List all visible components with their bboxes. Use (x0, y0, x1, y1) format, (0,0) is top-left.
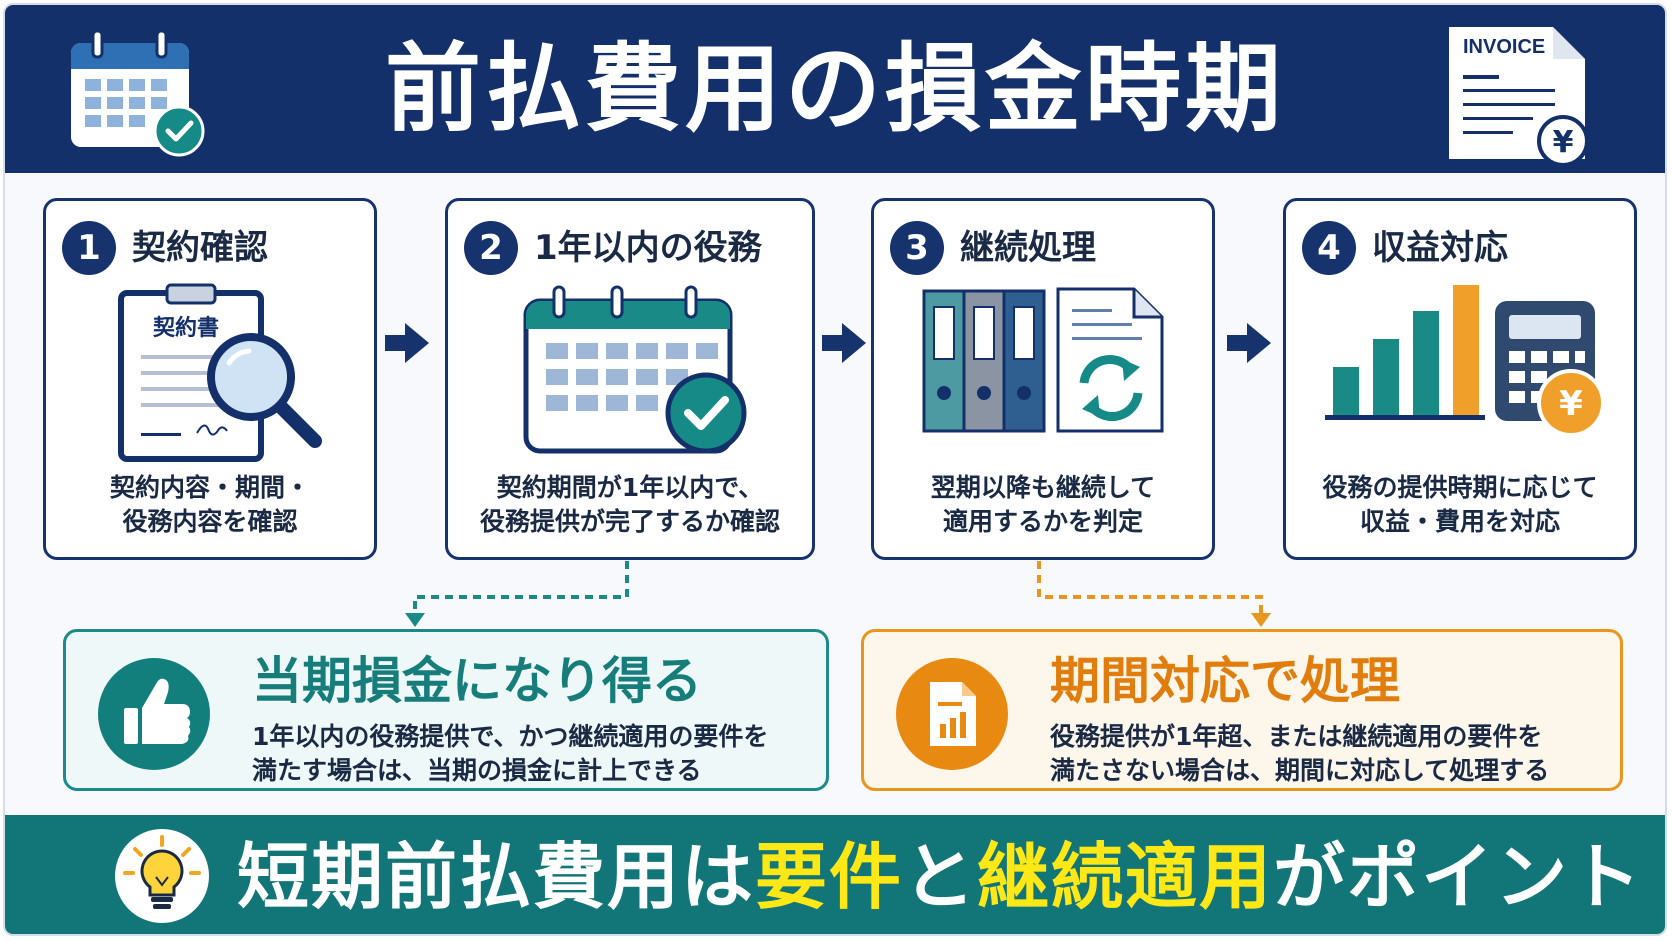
bar-chart-calculator-icon: ¥ (1325, 285, 1605, 437)
thumbs-up-circle (98, 658, 210, 770)
result-card-expense-current: 当期損金になり得る 1年以内の役務提供で、かつ継続適用の要件を 満たす場合は、当… (63, 629, 829, 791)
dotted-connectors (405, 561, 1271, 627)
step-desc-line: 翌期以降も継続して (930, 473, 1156, 502)
step-title: 契約確認 (132, 228, 268, 268)
result-desc-line: 役務提供が1年超、または継続適用の要件を (1050, 722, 1543, 751)
infographic-frame: 前払費用の損金時期 INVOICE ¥ 1 契約確認 契約書 (3, 3, 1667, 936)
step-desc-line: 契約期間が1年以内で、 (496, 473, 764, 502)
result-description: 役務提供が1年超、または継続適用の要件を 満たさない場合は、期間に対応して処理す… (1050, 720, 1549, 788)
calendar-check-icon (523, 285, 747, 454)
step-card-1: 1 契約確認 契約書 契約内容・期間・ 役務内容を確認 (43, 198, 377, 560)
result-desc-line: 満たす場合は、当期の損金に計上できる (252, 756, 702, 785)
result-card-period-matching: 期間対応で処理 役務提供が1年超、または継続適用の要件を 満たさない場合は、期間… (861, 629, 1623, 791)
result-desc-line: 1年以内の役務提供で、かつ継続適用の要件を (252, 722, 769, 751)
footer-text-part: がポイント (1273, 835, 1644, 919)
step-card-2: 2 1年以内の役務 契約期間が1年以内で、 役務提供が完了するか確認 (445, 198, 815, 560)
invoice-label: INVOICE (1463, 36, 1545, 58)
footer-highlight-requirements: 要件 (755, 835, 904, 919)
step-desc-line: 収益・費用を対応 (1359, 507, 1560, 536)
step-desc-line: 役務の提供時期に応じて (1322, 473, 1598, 502)
step-desc-line: 契約内容・期間・ (109, 473, 310, 502)
step-description: 契約内容・期間・ 役務内容を確認 (46, 471, 374, 539)
binders-refresh-document-icon (922, 287, 1164, 433)
report-document-icon (930, 682, 976, 746)
step-title: 1年以内の役務 (534, 228, 762, 268)
result-title: 当期損金になり得る (252, 652, 702, 710)
result-desc-line: 満たさない場合は、期間に対応して処理する (1050, 756, 1550, 785)
yen-symbol: ¥ (1559, 384, 1583, 424)
step-card-4: 4 収益対応 ¥ 役務の提供時期に応じて 収益・費用を対応 (1283, 198, 1637, 560)
step-description: 役務の提供時期に応じて 収益・費用を対応 (1286, 471, 1634, 539)
header-banner: 前払費用の損金時期 INVOICE ¥ (5, 5, 1665, 173)
step-number-badge: 3 (890, 221, 944, 275)
invoice-icon: INVOICE ¥ (1449, 27, 1589, 167)
footer-highlight-continuity: 継続適用 (977, 835, 1274, 919)
arrow-right-icon (385, 323, 429, 363)
contract-magnifier-icon: 契約書 (118, 283, 322, 462)
contract-doc-label: 契約書 (152, 315, 219, 341)
step-title: 継続処理 (960, 228, 1096, 268)
footer-text-part: 短期前払費用は (237, 835, 756, 919)
step-number-badge: 1 (62, 221, 116, 275)
report-circle (896, 658, 1008, 770)
lightbulb-circle (115, 829, 209, 923)
lightbulb-icon (123, 835, 201, 909)
connector-to-orange (1037, 561, 1263, 617)
step-number-badge: 2 (464, 221, 518, 275)
calendar-check-icon (71, 29, 205, 157)
arrow-right-icon (1227, 323, 1271, 363)
step-card-3: 3 継続処理 翌期以降も継続して (871, 198, 1215, 560)
step-desc-line: 役務提供が完了するか確認 (479, 507, 780, 536)
page-title: 前払費用の損金時期 (385, 33, 1285, 145)
step-number-badge: 4 (1302, 221, 1356, 275)
result-description: 1年以内の役務提供で、かつ継続適用の要件を 満たす場合は、当期の損金に計上できる (252, 720, 768, 788)
step-title: 収益対応 (1372, 228, 1508, 268)
connector-to-green (413, 561, 629, 617)
invoice-yen-symbol: ¥ (1553, 125, 1574, 160)
step-description: 契約期間が1年以内で、 役務提供が完了するか確認 (448, 471, 812, 539)
result-title: 期間対応で処理 (1050, 652, 1400, 710)
footer-message: 短期前払費用は要件と継続適用がポイント (237, 833, 1643, 921)
thumbs-up-icon (124, 678, 191, 744)
step-desc-line: 適用するかを判定 (942, 507, 1143, 536)
arrow-right-icon (822, 323, 866, 363)
footer-text-part: と (903, 835, 978, 919)
step-desc-line: 役務内容を確認 (122, 507, 298, 536)
footer-banner: 短期前払費用は要件と継続適用がポイント (5, 815, 1665, 934)
step-description: 翌期以降も継続して 適用するかを判定 (874, 471, 1212, 539)
